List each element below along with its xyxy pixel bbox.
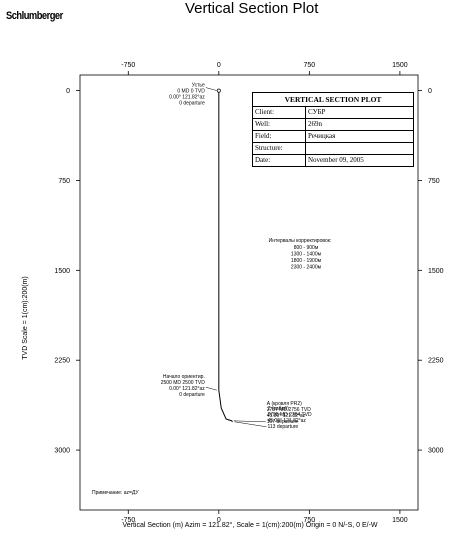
correction-interval-item: 2300 - 2400м bbox=[291, 265, 322, 271]
info-key: Date: bbox=[253, 154, 306, 166]
y-tick-label-right: 1500 bbox=[428, 268, 444, 275]
x-tick-label-top: 750 bbox=[304, 62, 316, 69]
correction-interval-item: 1300 - 1400м bbox=[291, 252, 322, 258]
info-row-field: Field: Речицкая bbox=[253, 130, 413, 143]
x-tick-label-top: 1500 bbox=[392, 62, 408, 69]
info-box-title: VERTICAL SECTION PLOT bbox=[253, 93, 413, 107]
wellhead-marker bbox=[216, 88, 221, 93]
annotation-text: 45.00° 121.82°az bbox=[267, 418, 306, 424]
annotation-leader bbox=[234, 421, 267, 428]
info-value: November 09, 2005 bbox=[305, 154, 413, 166]
chart-note: Примечание: az=ДУ bbox=[92, 490, 139, 496]
info-table: Client: СУБР Well: 269n Field: Речицкая … bbox=[253, 107, 413, 166]
info-key: Field: bbox=[253, 130, 306, 143]
x-tick-label-bottom: 0 bbox=[217, 517, 221, 524]
info-row-well: Well: 269n bbox=[253, 118, 413, 131]
info-row-client: Client: СУБР bbox=[253, 107, 413, 119]
annotation-text: 0 departure bbox=[179, 392, 205, 398]
annotation-text: 0 departure bbox=[179, 101, 205, 107]
annotation-text: 0.00° 121.82°az bbox=[169, 386, 205, 392]
y-tick-label-left: 2250 bbox=[54, 358, 70, 365]
plot-frame bbox=[79, 74, 419, 511]
annotation-text: 0 MD 0 TVD bbox=[177, 89, 205, 95]
x-tick-label-top: -750 bbox=[121, 62, 135, 69]
y-tick-label-left: 1500 bbox=[54, 268, 70, 275]
annotation-text: 0.00° 121.82°az bbox=[169, 95, 205, 101]
annotation-text: 2500 MD 2500 TVD bbox=[161, 380, 205, 386]
correction-intervals-title: Интервалы корректировок: bbox=[269, 238, 332, 244]
info-key: Well: bbox=[253, 118, 306, 131]
info-value bbox=[305, 142, 413, 155]
y-tick-label-right: 0 bbox=[428, 88, 432, 95]
correction-interval-item: 1800 - 1900м bbox=[291, 258, 322, 264]
x-tick-label-bottom: 1500 bbox=[392, 517, 408, 524]
y-tick-label-left: 750 bbox=[58, 178, 70, 185]
x-tick-label-bottom: -750 bbox=[121, 517, 135, 524]
annotation-text: 113 departure bbox=[267, 424, 298, 430]
x-axis-label: Vertical Section (m) Azim = 121.82°, Sca… bbox=[122, 521, 377, 529]
annotation-text: 2795 MD 2764 TVD bbox=[267, 412, 311, 418]
annotation-text: 107 departure bbox=[267, 419, 298, 425]
y-tick-label-right: 3000 bbox=[428, 448, 444, 455]
annotation-text: 45.00° 121.82°az bbox=[267, 413, 306, 419]
y-tick-label-right: 2250 bbox=[428, 358, 444, 365]
annotation-text: Устье bbox=[192, 83, 205, 89]
annotation-text: 2787 MD 2756 TVD bbox=[267, 407, 311, 413]
annotation-text: Начало ориентир. bbox=[163, 374, 205, 380]
info-row-structure: Structure: bbox=[253, 142, 413, 155]
y-tick-label-left: 3000 bbox=[54, 448, 70, 455]
annotation-text: Z (забой) bbox=[267, 405, 289, 412]
info-value: СУБР bbox=[308, 108, 326, 116]
info-key: Structure: bbox=[253, 142, 306, 155]
x-tick-label-top: 0 bbox=[217, 62, 221, 69]
info-row-date: Date: November 09, 2005 bbox=[253, 154, 413, 166]
info-value: Речицкая bbox=[305, 130, 413, 143]
annotation-leader bbox=[205, 87, 217, 91]
y-tick-label-right: 750 bbox=[428, 178, 440, 185]
annotation-leader bbox=[205, 386, 217, 391]
x-tick-label-bottom: 750 bbox=[304, 517, 316, 524]
info-box: VERTICAL SECTION PLOT Client: СУБР Well:… bbox=[252, 92, 414, 167]
correction-interval-item: 800 - 900м bbox=[294, 245, 319, 251]
info-value: 269n bbox=[305, 118, 413, 131]
annotation-text: А (кровля PR2) bbox=[267, 401, 302, 407]
y-tick-label-left: 0 bbox=[66, 88, 70, 95]
annotation-leader bbox=[233, 420, 266, 423]
well-trajectory-line bbox=[218, 90, 233, 423]
page-title: Vertical Section Plot bbox=[185, 0, 319, 17]
info-key: Client: bbox=[253, 107, 306, 119]
y-axis-label: TVD Scale = 1(cm):200(m) bbox=[22, 276, 29, 359]
company-logo: Schlumberger bbox=[6, 10, 63, 22]
